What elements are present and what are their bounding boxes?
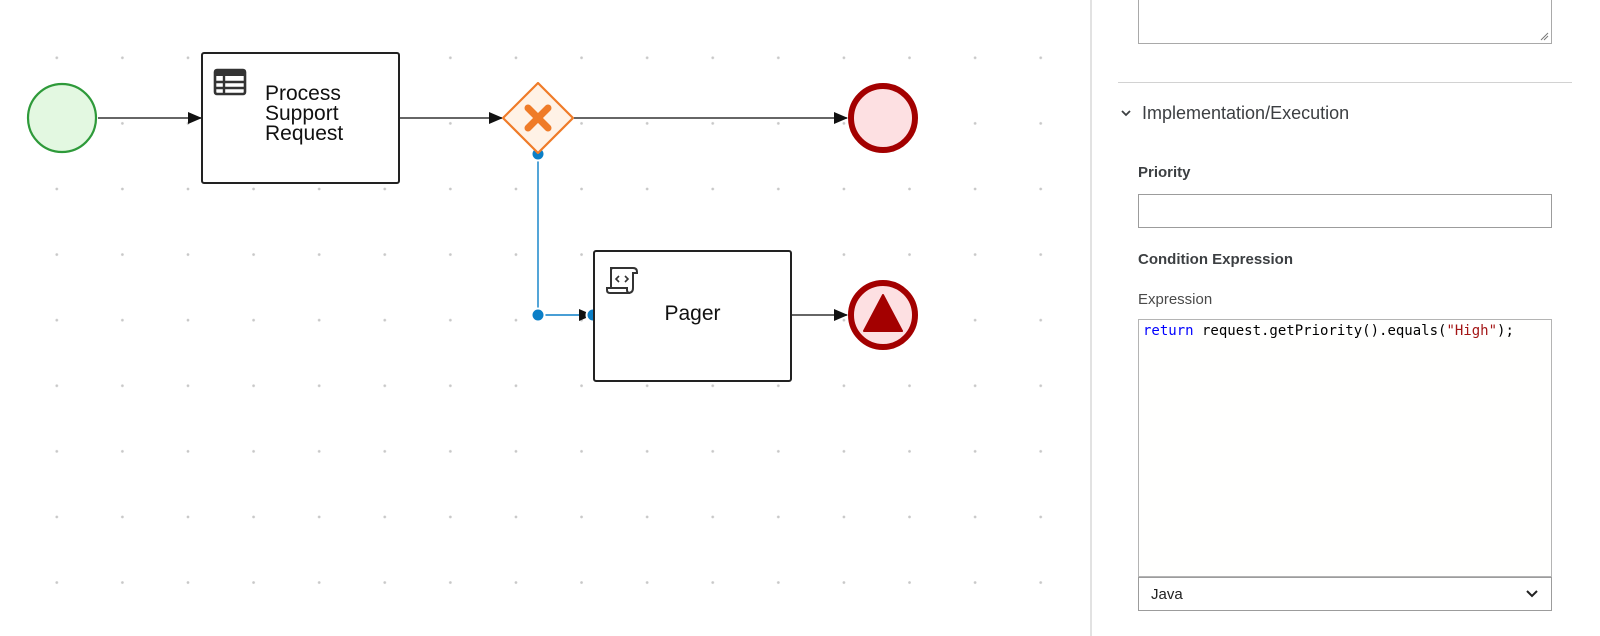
- language-select[interactable]: Java: [1138, 577, 1552, 611]
- end-event-icon[interactable]: [847, 82, 919, 154]
- code-end: );: [1497, 323, 1514, 339]
- code-call: request.getPriority().equals(: [1193, 323, 1447, 339]
- resize-grip-icon[interactable]: [1539, 31, 1549, 41]
- escalation-end-event-icon[interactable]: [847, 279, 919, 351]
- code-line: return request.getPriority().equals("Hig…: [1143, 323, 1514, 339]
- section-header-implementation[interactable]: Implementation/Execution: [1120, 100, 1349, 126]
- section-title: Implementation/Execution: [1142, 102, 1350, 123]
- condition-expression-label: Condition Expression: [1138, 251, 1294, 268]
- expression-label: Expression: [1138, 291, 1213, 308]
- exclusive-gateway-icon[interactable]: [502, 82, 574, 154]
- code-string: "High": [1446, 323, 1498, 339]
- priority-label: Priority: [1138, 164, 1191, 181]
- priority-input[interactable]: [1138, 194, 1552, 228]
- flow-gateway-to-pager-selected[interactable]: [537, 154, 593, 321]
- flow-handle-waypoint[interactable]: [530, 307, 546, 323]
- start-event-icon[interactable]: [26, 82, 98, 154]
- process-diagram-canvas[interactable]: Process Support Request Pager: [0, 0, 1090, 636]
- documentation-textarea[interactable]: [1138, 0, 1552, 44]
- user-task-table-icon: [213, 68, 247, 96]
- chevron-down-icon: [1526, 590, 1538, 598]
- script-task-icon: [606, 267, 638, 294]
- task-pager[interactable]: Pager: [593, 250, 792, 382]
- expression-code-editor[interactable]: return request.getPriority().equals("Hig…: [1138, 319, 1552, 577]
- panel-divider[interactable]: [1090, 0, 1092, 636]
- language-select-value: Java: [1151, 585, 1183, 603]
- code-keyword: return: [1143, 323, 1194, 339]
- task-label: Process Support Request: [265, 82, 344, 145]
- task-process-support-request[interactable]: Process Support Request: [201, 52, 400, 184]
- properties-panel: Implementation/Execution Priority Condit…: [1092, 0, 1600, 636]
- chevron-down-icon: [1121, 110, 1131, 117]
- section-divider: [1118, 82, 1572, 83]
- task-label: Pager: [664, 302, 721, 325]
